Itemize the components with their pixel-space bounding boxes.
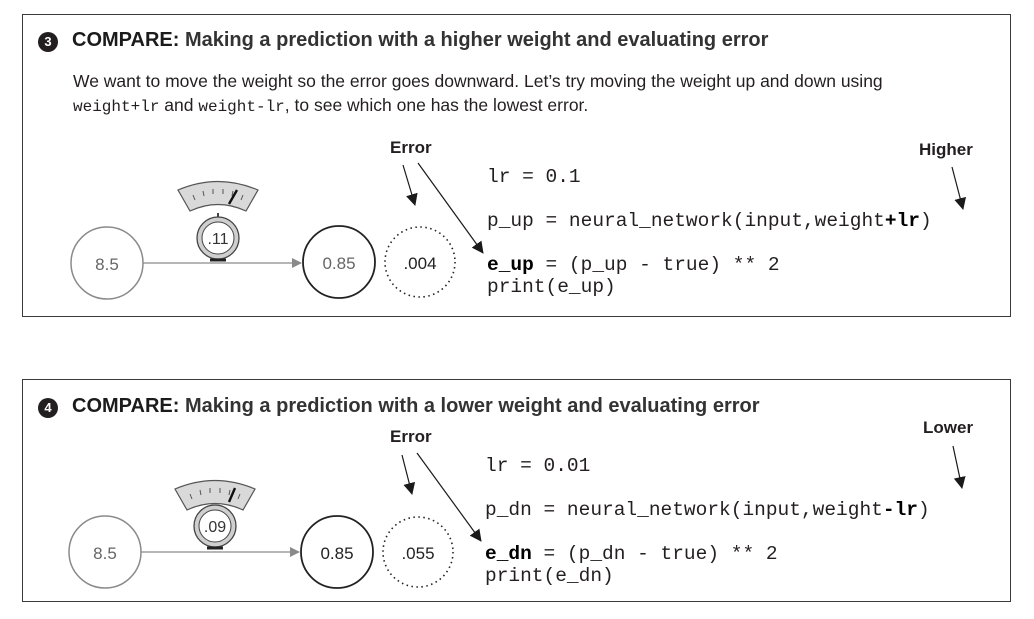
- weight-gauge-icon: [177, 180, 259, 262]
- description-line: We want to move the weight so the error …: [73, 71, 883, 91]
- weight-value: .11: [207, 231, 228, 248]
- prediction-node-value: 0.85: [322, 254, 355, 273]
- code-bold-minus-lr: -lr: [882, 499, 918, 521]
- code-line-lr: lr = 0.01: [485, 455, 591, 477]
- diagram-lower: 8.5 .09 0.85 .055: [68, 445, 966, 589]
- code-line-prediction: p_dn = neural_network(input,weight-lr): [485, 499, 930, 521]
- prediction-node: [302, 225, 376, 299]
- diagram-higher: 8.5 .11 0.85 .004: [70, 162, 967, 300]
- weight-gauge-icon: [174, 479, 256, 550]
- compare-panel-higher: 3 COMPARE: Making a prediction with a hi…: [22, 14, 1011, 317]
- direction-label-lower: Lower: [923, 418, 974, 437]
- error-node: [382, 516, 454, 588]
- description-and: and: [159, 95, 199, 115]
- code-close-paren: ): [919, 210, 932, 232]
- inline-code-weight-plus-lr: weight+lr: [73, 98, 160, 116]
- panel-title-prefix: COMPARE:: [72, 395, 180, 417]
- error-label: Error: [390, 138, 432, 157]
- error-label: Error: [390, 427, 432, 446]
- compare-panel-lower: 4 COMPARE: Making a prediction with a lo…: [22, 379, 1011, 602]
- code-line-prediction: p_up = neural_network(input,weight+lr): [487, 210, 932, 232]
- panel-title-text: Making a prediction with a lower weight …: [179, 395, 760, 417]
- code-error-expression: = (p_up - true) ** 2: [533, 254, 780, 276]
- error-node-value: .055: [401, 544, 434, 563]
- input-node-value: 8.5: [95, 255, 119, 274]
- error-to-code-arrow: [416, 452, 482, 542]
- prediction-node-value: 0.85: [320, 544, 353, 563]
- panel-title: COMPARE: Making a prediction with a lowe…: [72, 395, 760, 418]
- weight-value: .09: [204, 519, 226, 536]
- panel-title-prefix: COMPARE:: [72, 29, 180, 51]
- higher-label-arrow: [951, 166, 967, 210]
- error-label-arrow: [402, 164, 418, 206]
- code-bold-e-up: e_up: [487, 254, 534, 276]
- prediction-node: [300, 515, 374, 589]
- inline-code-weight-minus-lr: weight-lr: [198, 98, 285, 116]
- error-node: [384, 226, 456, 298]
- code-bold-plus-lr: +lr: [884, 210, 920, 232]
- input-node-value: 8.5: [93, 544, 117, 563]
- code-line-print: print(e_up): [487, 276, 616, 298]
- code-prediction-call: p_dn = neural_network(input,weight: [485, 499, 883, 521]
- code-line-error: e_dn = (p_dn - true) ** 2: [485, 543, 778, 565]
- error-to-code-arrow: [417, 162, 484, 254]
- error-label-arrow: [401, 454, 416, 495]
- step-number-badge: 4: [38, 398, 58, 418]
- step-number-badge: 3: [38, 32, 58, 52]
- code-line-error: e_up = (p_up - true) ** 2: [487, 254, 780, 276]
- panel-title: COMPARE: Making a prediction with a high…: [72, 29, 768, 52]
- code-close-paren: ): [917, 499, 930, 521]
- code-line-print: print(e_dn): [485, 565, 614, 587]
- error-node-value: .004: [403, 254, 436, 273]
- code-prediction-call: p_up = neural_network(input,weight: [487, 210, 885, 232]
- panel-title-text: Making a prediction with a higher weight…: [179, 29, 769, 51]
- code-error-expression: = (p_dn - true) ** 2: [531, 543, 778, 565]
- description-tail: , to see which one has the lowest error.: [284, 95, 589, 115]
- direction-label-higher: Higher: [919, 140, 973, 159]
- code-line-lr: lr = 0.1: [487, 166, 581, 188]
- panel-description: We want to move the weight so the error …: [73, 69, 1013, 119]
- code-bold-e-dn: e_dn: [485, 543, 532, 565]
- lower-label-arrow: [952, 445, 966, 489]
